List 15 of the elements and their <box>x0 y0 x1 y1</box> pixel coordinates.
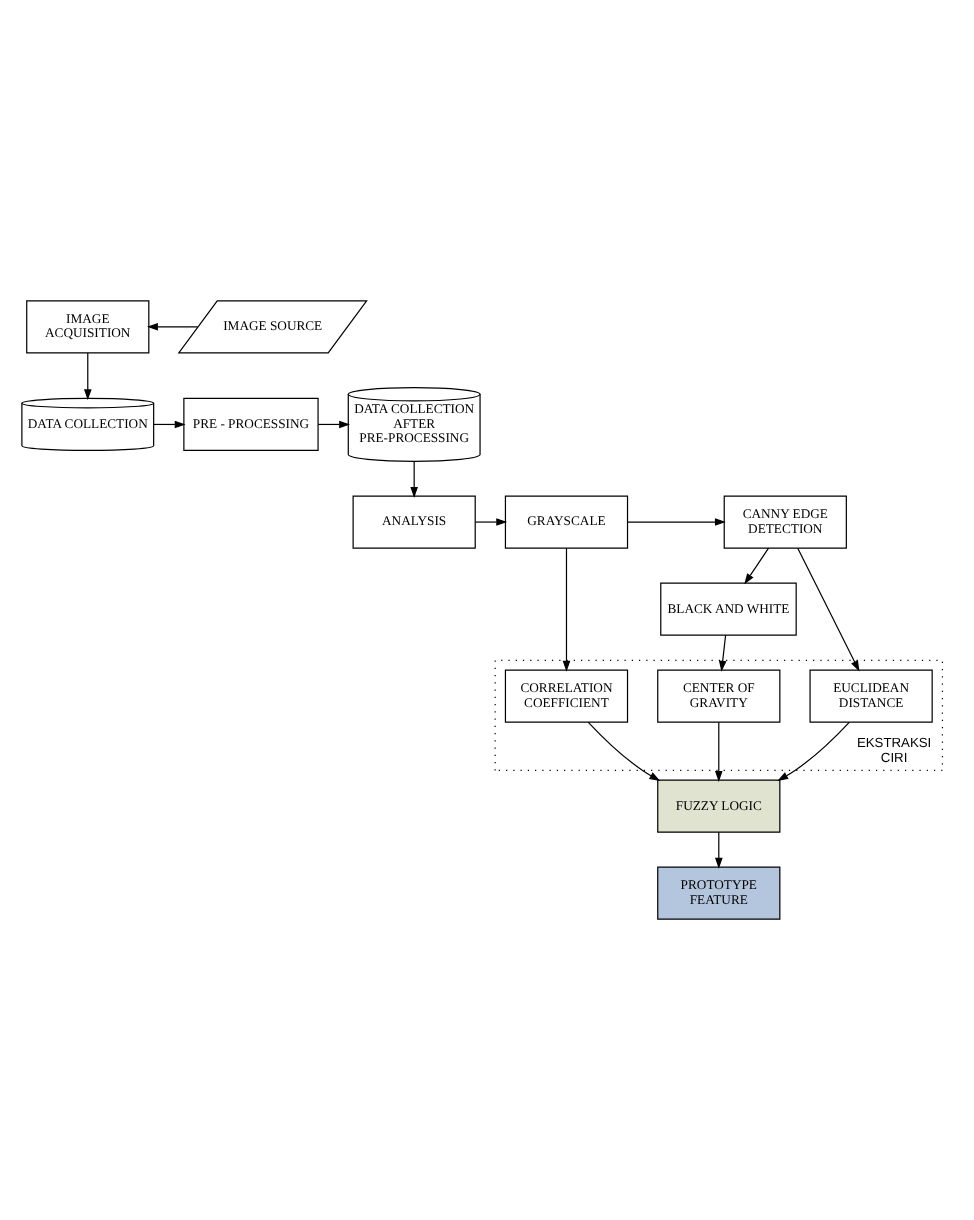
arrow <box>715 721 723 782</box>
arrow <box>715 831 723 869</box>
arrow <box>744 547 770 585</box>
arrow <box>474 518 508 526</box>
arrow <box>627 518 726 526</box>
arrow <box>153 420 186 429</box>
arrow <box>83 352 92 401</box>
arrow <box>777 721 850 781</box>
arrow <box>562 547 571 672</box>
arrow <box>718 634 727 672</box>
arrow <box>410 460 418 498</box>
arrow <box>317 420 351 429</box>
arrow <box>147 323 199 331</box>
arrow <box>587 721 661 781</box>
arrow <box>797 547 860 672</box>
